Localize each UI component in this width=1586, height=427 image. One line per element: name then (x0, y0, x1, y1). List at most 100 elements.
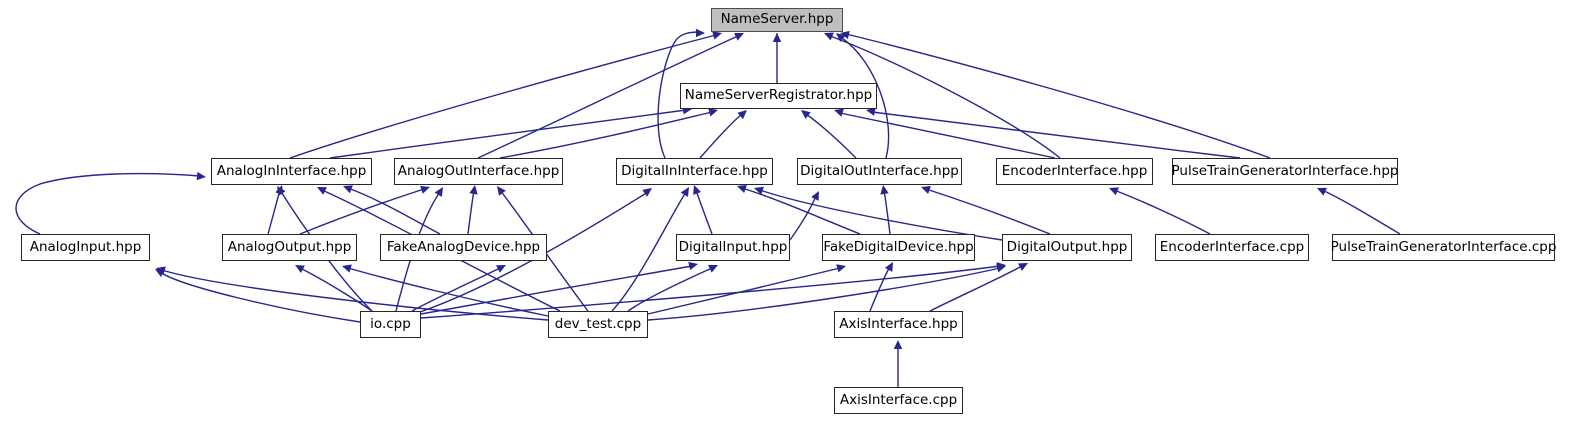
edge-arrowhead-icon (708, 108, 718, 117)
graph-node-dev-test-cpp[interactable]: dev_test.cpp (548, 311, 648, 338)
edge-arrowhead-icon (708, 265, 718, 273)
graph-node-nameserverreg-hpp[interactable]: NameServerRegistrator.hpp (680, 83, 877, 109)
edge-arrowhead-icon (642, 188, 652, 197)
graph-edge-digitalininterface-hpp-to-nameserverreg-hpp (699, 110, 747, 159)
graph-node-label: PulseTrainGeneratorInterface.hpp (1171, 162, 1399, 179)
graph-node-pulsetraingen-hpp[interactable]: PulseTrainGeneratorInterface.hpp (1172, 158, 1398, 185)
edge-arrowhead-icon (196, 171, 206, 181)
edge-arrowhead-icon (737, 110, 747, 120)
graph-edge-fakedigitaldevice-hpp-to-digitalininterface-hpp (737, 185, 861, 235)
graph-node-label: DigitalOutInterface.hpp (800, 162, 959, 179)
graph-node-label: io.cpp (370, 315, 411, 332)
graph-node-io-cpp[interactable]: io.cpp (360, 311, 421, 338)
graph-node-label: AnalogOutInterface.hpp (397, 162, 560, 179)
edge-arrowhead-icon (295, 265, 305, 274)
graph-edge-encoderinterface-cpp-to-encoderinterface-hpp (1109, 187, 1211, 235)
edge-arrowhead-icon (811, 191, 819, 201)
edge-arrowhead-icon (496, 265, 506, 273)
graph-node-label: EncoderInterface.hpp (1001, 162, 1148, 179)
graph-edge-io-cpp-to-fakeanalogdevice-hpp (411, 265, 506, 312)
graph-node-label: PulseTrainGeneratorInterface.cpp (1330, 238, 1557, 255)
graph-edge-nameserverreg-hpp-to-nameserver-hpp (772, 33, 782, 83)
edge-arrowhead-icon (156, 266, 166, 275)
edge-arrowhead-icon (893, 340, 903, 349)
graph-edge-axisinterface-hpp-to-digitaloutput-hpp (929, 263, 1028, 312)
edge-arrowhead-icon (1018, 263, 1028, 271)
graph-node-digitaloutinterface-hpp[interactable]: DigitalOutInterface.hpp (797, 158, 962, 185)
graph-edge-io-cpp-to-analoginput-hpp (155, 269, 361, 323)
graph-node-analogoutput-hpp[interactable]: AnalogOutput.hpp (222, 234, 357, 261)
graph-node-label: AnalogInput.hpp (29, 238, 142, 255)
edge-arrowhead-icon (1317, 187, 1327, 196)
graph-node-label: AnalogOutput.hpp (227, 238, 352, 255)
graph-node-label: DigitalInInterface.hpp (621, 162, 768, 179)
graph-edge-io-cpp-to-digitaloutput-hpp (420, 262, 1006, 319)
graph-edge-analogoutinterface-hpp-to-nameserver-hpp (477, 33, 744, 159)
edge-arrowhead-icon (434, 187, 443, 197)
graph-node-label: FakeDigitalDevice.hpp (823, 238, 974, 255)
graph-edge-fakeanalogdevice-hpp-to-analogininterface-hpp (343, 185, 441, 235)
edge-arrowhead-icon (824, 32, 834, 41)
graph-node-encoderinterface-hpp[interactable]: EncoderInterface.hpp (996, 158, 1153, 185)
graph-node-nameserver-hpp[interactable]: NameServer.hpp (711, 8, 843, 32)
graph-node-analogininterface-hpp[interactable]: AnalogInInterface.hpp (211, 158, 372, 185)
graph-edge-io-cpp-to-digitalinput-hpp (420, 261, 698, 315)
graph-node-analogoutinterface-hpp[interactable]: AnalogOutInterface.hpp (394, 158, 563, 185)
graph-node-fakeanalogdevice-hpp[interactable]: FakeAnalogDevice.hpp (380, 234, 547, 261)
graph-edge-digitalinput-hpp-to-digitaloutinterface-hpp (789, 191, 819, 241)
graph-edge-digitaloutinterface-hpp-to-nameserverreg-hpp (801, 110, 857, 159)
graph-node-axisinterface-cpp[interactable]: AxisInterface.cpp (834, 387, 963, 414)
graph-edge-digitaloutput-hpp-to-digitaloutinterface-hpp (921, 186, 1051, 235)
edge-arrowhead-icon (737, 185, 747, 193)
edge-arrowhead-icon (680, 187, 689, 197)
edge-arrowhead-icon (921, 186, 931, 194)
graph-edge-digitalinput-hpp-to-digitalininterface-hpp (693, 185, 713, 235)
graph-edge-pulsetraingen-hpp-to-nameserver-hpp (840, 30, 1271, 159)
graph-node-label: EncoderInterface.cpp (1159, 238, 1305, 255)
graph-node-digitalinput-hpp[interactable]: DigitalInput.hpp (676, 234, 790, 261)
graph-node-label: NameServer.hpp (720, 11, 834, 28)
edge-arrowhead-icon (343, 185, 353, 194)
edge-arrowhead-icon (693, 185, 702, 195)
edge-arrowhead-icon (342, 264, 352, 273)
graph-node-encoderinterface-cpp[interactable]: EncoderInterface.cpp (1155, 234, 1309, 261)
graph-edge-io-cpp-to-analogoutput-hpp (295, 265, 373, 312)
graph-node-pulsetraingen-cpp[interactable]: PulseTrainGeneratorInterface.cpp (1331, 234, 1556, 261)
edge-arrowhead-icon (996, 264, 1006, 273)
graph-edge-analogininterface-hpp-to-nameserverreg-hpp (329, 106, 692, 159)
graph-edge-dev-test-cpp-to-analoginput-hpp (156, 266, 549, 321)
edge-arrowhead-icon (1109, 187, 1119, 196)
edge-arrowhead-icon (712, 31, 722, 40)
graph-edge-dev-test-cpp-to-fakedigitaldevice-hpp (647, 264, 846, 315)
edge-arrowhead-icon (469, 185, 478, 195)
graph-node-axisinterface-hpp[interactable]: AxisInterface.hpp (834, 311, 963, 338)
graph-edge-analogoutinterface-hpp-to-nameserverreg-hpp (499, 108, 718, 159)
edge-arrowhead-icon (317, 187, 327, 195)
edge-arrowhead-icon (884, 262, 893, 272)
edge-arrowhead-icon (834, 108, 844, 117)
edge-arrowhead-icon (688, 261, 698, 271)
graph-node-analoginput-hpp[interactable]: AnalogInput.hpp (21, 234, 150, 261)
graph-node-label: DigitalOutput.hpp (1006, 238, 1128, 255)
graph-node-label: FakeAnalogDevice.hpp (386, 238, 541, 255)
graph-node-label: AxisInterface.hpp (839, 315, 958, 332)
edge-arrowhead-icon (754, 186, 764, 195)
graph-node-label: NameServerRegistrator.hpp (684, 87, 873, 104)
graph-edge-dev-test-cpp-to-digitalinput-hpp (627, 265, 718, 312)
graph-edge-axisinterface-hpp-to-fakedigitaldevice-hpp (869, 262, 893, 312)
edge-arrowhead-icon (866, 107, 876, 116)
graph-edge-analoginput-hpp-to-analogininterface-hpp (15, 171, 206, 235)
graph-edge-encoderinterface-hpp-to-nameserverreg-hpp (834, 108, 1056, 159)
graph-node-digitaloutput-hpp[interactable]: DigitalOutput.hpp (1002, 234, 1132, 261)
graph-node-label: AxisInterface.cpp (839, 391, 958, 408)
graph-node-label: AnalogInInterface.hpp (216, 162, 367, 179)
graph-edge-fakeanalogdevice-hpp-to-analogoutinterface-hpp (467, 185, 478, 235)
graph-edge-digitalininterface-hpp-to-nameserver-hpp (657, 28, 705, 159)
graph-edge-digitaloutput-hpp-to-digitalininterface-hpp (754, 186, 1003, 241)
edge-arrowhead-icon (497, 186, 506, 196)
graph-node-digitalininterface-hpp[interactable]: DigitalInInterface.hpp (616, 158, 773, 185)
edge-arrowhead-icon (734, 33, 744, 41)
graph-node-fakedigitaldevice-hpp[interactable]: FakeDigitalDevice.hpp (822, 234, 975, 261)
graph-edge-dev-test-cpp-to-digitaloutput-hpp (647, 264, 1006, 321)
